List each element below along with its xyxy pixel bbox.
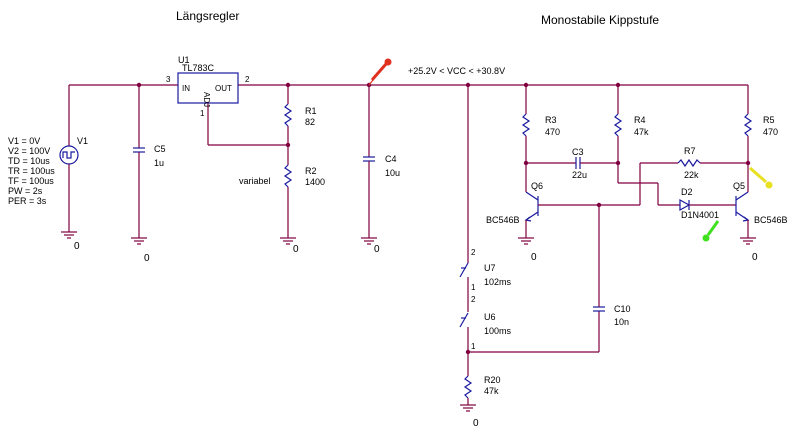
resistor-r4[interactable]: R4 47k <box>613 85 659 205</box>
u6-ref: U6 <box>484 312 496 322</box>
c5-ref: C5 <box>154 144 166 154</box>
u7-ref: U7 <box>484 263 496 273</box>
r4-value: 47k <box>634 127 649 137</box>
capacitor-c4[interactable]: C4 10u <box>363 85 400 238</box>
r20-value: 47k <box>484 386 499 396</box>
title-regulator: Längsregler <box>176 9 239 23</box>
c4-value: 10u <box>385 168 400 178</box>
u1-pin-out: OUT <box>215 84 232 93</box>
r1-ref: R1 <box>305 106 317 116</box>
voltage-probe-red[interactable] <box>368 58 392 86</box>
q6-ref: Q6 <box>531 181 543 191</box>
ground-label: 0 <box>374 244 380 255</box>
r2-note: variabel <box>239 176 271 186</box>
diode-d2[interactable]: D2 D1N4001 <box>658 187 736 220</box>
d2-ref: D2 <box>681 187 693 197</box>
resistor-r7[interactable]: R7 22k <box>639 146 751 205</box>
c3-value: 22u <box>572 170 587 180</box>
ground-symbol: 0 <box>740 237 758 263</box>
r3-ref: R3 <box>545 115 557 125</box>
source-v1-params: V1 = 0V V2 = 100V TD = 10us TR = 100us T… <box>8 136 55 206</box>
ground-symbol: 0 <box>280 237 299 255</box>
resistor-r5[interactable]: R5 470 <box>743 85 778 163</box>
r7-ref: R7 <box>684 146 696 156</box>
ground-label: 0 <box>473 418 479 429</box>
u1-pin-num-in: 3 <box>166 75 171 84</box>
r1-value: 82 <box>305 117 315 127</box>
vcc-rail <box>238 82 748 88</box>
u1-pin-in: IN <box>182 84 190 93</box>
transistor-q6[interactable]: Q6 BC546B <box>486 181 640 238</box>
ground-label: 0 <box>293 244 299 255</box>
source-v1[interactable]: V1 <box>59 136 88 232</box>
resistor-r3[interactable]: R3 470 <box>521 85 560 190</box>
ground-symbol: 0 <box>460 404 479 429</box>
q6-value: BC546B <box>486 215 520 225</box>
u7-value: 102ms <box>484 277 512 287</box>
r5-ref: R5 <box>763 115 775 125</box>
ground-symbol: 0 <box>131 237 150 264</box>
capacitor-c5[interactable]: C5 1u <box>133 85 166 238</box>
source-param: TF = 100us <box>8 176 54 186</box>
ground-label: 0 <box>752 252 758 263</box>
r4-ref: R4 <box>634 115 646 125</box>
u1-pin-adj: ADJ <box>202 92 211 107</box>
ground-symbol: 0 <box>361 237 380 255</box>
u1-pin-num-adj: 1 <box>200 109 205 118</box>
r20-ref: R20 <box>484 375 501 385</box>
ground-symbol: 0 <box>518 237 537 263</box>
source-param: PER = 3s <box>8 196 47 206</box>
r5-value: 470 <box>763 127 778 137</box>
ground-label: 0 <box>74 241 80 252</box>
c4-ref: C4 <box>385 154 397 164</box>
resistor-r2[interactable]: R2 1400 variabel <box>239 164 325 238</box>
u7-pin-top: 2 <box>471 248 476 257</box>
u1-model: TL783C <box>182 63 215 73</box>
c5-value: 1u <box>154 158 164 168</box>
r7-value: 22k <box>684 170 699 180</box>
c10-ref: C10 <box>614 304 631 314</box>
regulator-u1[interactable]: U1 TL783C IN OUT ADJ 3 2 1 <box>166 55 288 146</box>
q5-value: BC546B <box>754 215 788 225</box>
u7-pin-bottom: 1 <box>471 283 476 292</box>
supply-range-label: +25.2V < VCC < +30.8V <box>408 66 505 76</box>
r2-value: 1400 <box>305 177 325 187</box>
resistor-r20[interactable]: R20 47k <box>463 375 501 405</box>
c3-ref: C3 <box>572 147 584 157</box>
source-param: V1 = 0V <box>8 136 40 146</box>
r2-ref: R2 <box>305 166 317 176</box>
ground-label: 0 <box>531 252 537 263</box>
capacitor-c10[interactable]: C10 10n <box>468 205 631 353</box>
switch-u7[interactable]: 2 1 U7 102ms <box>459 248 512 312</box>
c10-value: 10n <box>614 317 629 327</box>
resistor-r1[interactable]: R1 82 <box>283 85 317 165</box>
source-param: TR = 100us <box>8 166 55 176</box>
r3-value: 470 <box>545 127 560 137</box>
transistor-q5[interactable]: Q5 BC546B <box>733 163 788 238</box>
title-monostable: Monostabile Kippstufe <box>541 13 659 27</box>
source-param: TD = 10us <box>8 156 50 166</box>
source-v1-ref: V1 <box>77 136 88 146</box>
voltage-probe-yellow[interactable] <box>749 166 773 189</box>
capacitor-c3[interactable]: C3 22u <box>526 147 618 180</box>
ground-label: 0 <box>144 253 150 264</box>
source-param: PW = 2s <box>8 186 43 196</box>
ground-symbol: 0 <box>61 231 80 252</box>
q5-ref: Q5 <box>733 181 745 191</box>
u6-pin-top: 2 <box>471 295 476 304</box>
u6-pin-bottom: 1 <box>471 342 476 351</box>
u1-pin-num-out: 2 <box>245 75 250 84</box>
d2-value: D1N4001 <box>681 210 719 220</box>
voltage-probe-green[interactable] <box>702 220 720 242</box>
u6-value: 100ms <box>484 326 512 336</box>
u1-ref: U1 <box>178 55 190 65</box>
source-param: V2 = 100V <box>8 146 50 156</box>
